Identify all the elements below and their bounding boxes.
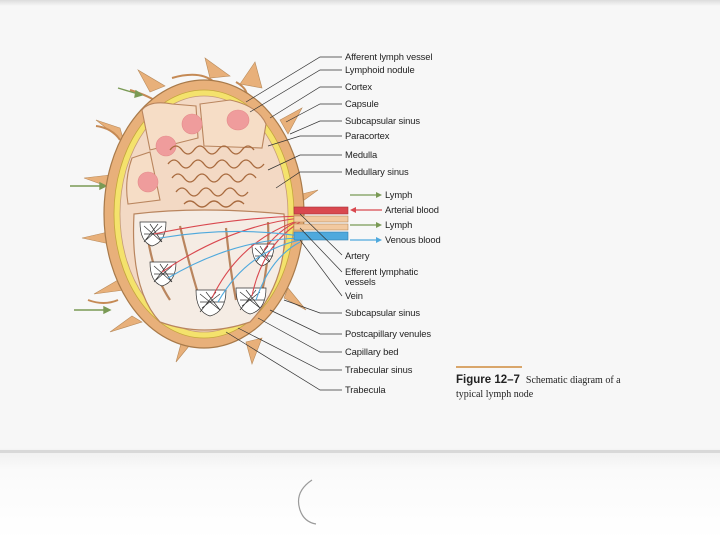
page-curl-mark: [297, 479, 317, 525]
legend-lymph-out: Lymph: [385, 189, 413, 200]
label-postcapillary-venules: Postcapillary venules: [345, 328, 431, 339]
label-trabecula: Trabecula: [345, 384, 386, 395]
label-paracortex: Paracortex: [345, 130, 390, 141]
label-subcapsular-sinus-top: Subcapsular sinus: [345, 115, 420, 126]
label-lymphoid-nodule: Lymphoid nodule: [345, 64, 415, 75]
label-subcapsular-sinus-bottom: Subcapsular sinus: [345, 307, 420, 318]
label-efferent-lymphatic-vessels: Efferent lymphatic vessels: [345, 266, 419, 287]
figure-caption-text: Schematic diagram of a typical lymph nod…: [456, 375, 621, 400]
label-capillary-bed: Capillary bed: [345, 346, 399, 357]
hilum-vessels: [293, 206, 349, 241]
legend-arterial-blood: Arterial blood: [385, 204, 439, 215]
leader-lines: [225, 56, 343, 391]
lymph-inflow-arrows: [70, 87, 144, 315]
label-afferent-lymph-vessel: Afferent lymph vessel: [345, 51, 433, 62]
label-medulla: Medulla: [345, 149, 378, 160]
label-artery: Artery: [345, 250, 370, 261]
scan-top-shadow: [0, 0, 720, 6]
legend-venous-blood: Venous blood: [385, 234, 441, 245]
label-medullary-sinus: Medullary sinus: [345, 166, 409, 177]
medullary-cords: [167, 145, 265, 208]
figure-number: Figure 12–7: [456, 374, 520, 386]
label-trabecular-sinus: Trabecular sinus: [345, 364, 413, 375]
lymphoid-nodules: [137, 109, 250, 193]
legend-lymph-in: Lymph: [385, 219, 413, 230]
caption-rule: [456, 366, 522, 368]
label-cortex: Cortex: [345, 81, 373, 92]
legend-arrows: [350, 192, 382, 243]
venous-branches: [159, 230, 301, 303]
page-edge-line: [0, 450, 720, 453]
label-capsule: Capsule: [345, 98, 379, 109]
label-vein: Vein: [345, 290, 363, 301]
